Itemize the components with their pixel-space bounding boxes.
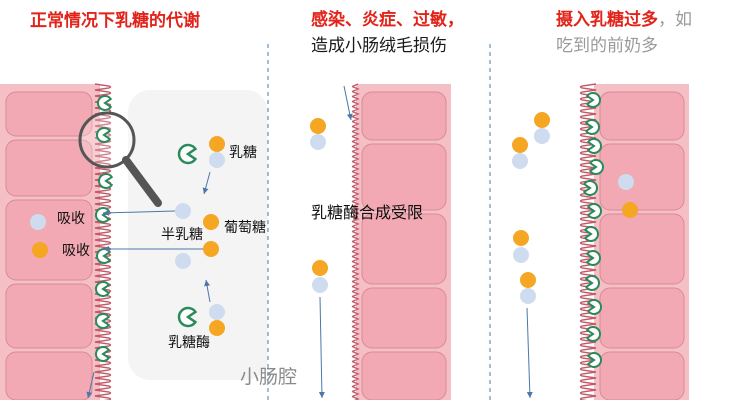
galactose-absorbed	[30, 214, 46, 230]
glucose-free-2	[203, 241, 219, 257]
p3-galactose-absorbed	[618, 174, 634, 190]
lactase-enzyme-icon	[585, 92, 601, 108]
arrow-lactose-down	[202, 171, 211, 195]
galactose-bound	[209, 304, 225, 320]
lactase-enzyme-icon	[95, 281, 111, 297]
label-lactose: 乳糖	[229, 145, 257, 161]
lactase-enzyme-icon	[585, 250, 601, 266]
intestine-wall-panel1	[0, 84, 100, 401]
lactase-enzyme-icon	[95, 207, 111, 223]
label-lactase-limited: 乳糖酶合成受限	[311, 203, 424, 222]
intestine-wall-panel2	[356, 84, 451, 401]
p2-galactose-1	[310, 134, 326, 150]
galactose-free-2	[175, 253, 191, 269]
lactose-molecule	[209, 136, 225, 168]
p3-glucose-absorbed	[622, 202, 638, 218]
label-galactose: 半乳糖	[161, 227, 203, 243]
arrow-bottom	[86, 371, 95, 399]
panel2-title-line1: 感染、炎症、过敏，	[311, 10, 464, 30]
glucose-free	[203, 214, 219, 230]
lactase-enzyme-icon	[97, 95, 113, 111]
p3-glucose-4	[520, 272, 536, 288]
p3-arrow-down	[526, 307, 533, 399]
lactase-enzyme-icon	[584, 275, 600, 291]
panel2-title-line2: 造成小肠绒毛损伤	[311, 36, 447, 56]
lactase-enzyme-icon	[584, 119, 600, 135]
p2-arrow-top	[343, 85, 353, 121]
glucose-molecule-icon	[209, 136, 225, 152]
lactase-enzymes-panel1	[95, 95, 198, 362]
lactase-enzyme-icon	[583, 226, 599, 242]
label-absorb-1: 吸收	[57, 211, 85, 227]
p3-galactose-4	[520, 288, 536, 304]
panel3-title-gray: ，如	[658, 10, 692, 30]
p2-glucose-1	[310, 118, 326, 134]
lactase-enzyme-icon	[586, 203, 602, 219]
arrow-up	[204, 279, 211, 303]
label-lactase: 乳糖酶	[168, 335, 210, 351]
lactase-enzyme-icon	[586, 138, 602, 154]
panel3-title-line1: 摄入乳糖过多，如	[556, 12, 692, 29]
label-lumen: 小肠腔	[240, 366, 298, 388]
glucose-bound	[209, 320, 225, 336]
p2-arrow-down	[318, 296, 325, 399]
panel3-title-red: 摄入乳糖过多	[556, 10, 658, 30]
p3-galactose-1	[534, 128, 550, 144]
villi-line	[579, 83, 597, 403]
lactase-enzymes-panel3	[582, 92, 604, 368]
intestine-wall-panel3	[594, 84, 689, 401]
lactase-enzyme-icon	[177, 143, 198, 165]
p2-glucose-2	[312, 260, 328, 276]
lactase-enzyme-icon	[95, 313, 111, 329]
panel1-title: 正常情况下乳糖的代谢	[30, 11, 200, 31]
arrow-absorb-galactose	[102, 209, 176, 216]
galactose-molecule-icon	[209, 152, 225, 168]
galactose-free	[175, 203, 191, 219]
glucose-absorbed	[32, 242, 48, 258]
villi-panel2	[351, 83, 360, 404]
lactase-enzyme-icon	[586, 299, 602, 315]
p3-galactose-2	[512, 153, 528, 169]
lumen-box	[128, 90, 268, 380]
lactase-enzyme-icon	[177, 306, 198, 328]
p3-glucose-2	[512, 137, 528, 153]
lactase-enzyme-icon	[582, 180, 598, 196]
panel3-title-line2: 吃到的前奶多	[556, 36, 658, 56]
p3-galactose-3	[513, 247, 529, 263]
p3-glucose-1	[534, 112, 550, 128]
lactase-enzyme-icon	[95, 346, 111, 362]
lactase-enzyme-icon	[96, 127, 112, 143]
p3-glucose-3	[513, 230, 529, 246]
villi-line	[351, 83, 360, 404]
label-glucose: 葡萄糖	[224, 220, 266, 236]
lactase-enzyme-icon	[586, 352, 602, 368]
lactase-enzyme-icon	[588, 159, 604, 175]
p2-galactose-2	[312, 277, 328, 293]
label-absorb-2: 吸收	[62, 243, 90, 259]
lactase-enzyme-icon	[98, 173, 114, 189]
villi-panel3	[579, 83, 597, 403]
lactase-enzyme-icon	[585, 326, 601, 342]
